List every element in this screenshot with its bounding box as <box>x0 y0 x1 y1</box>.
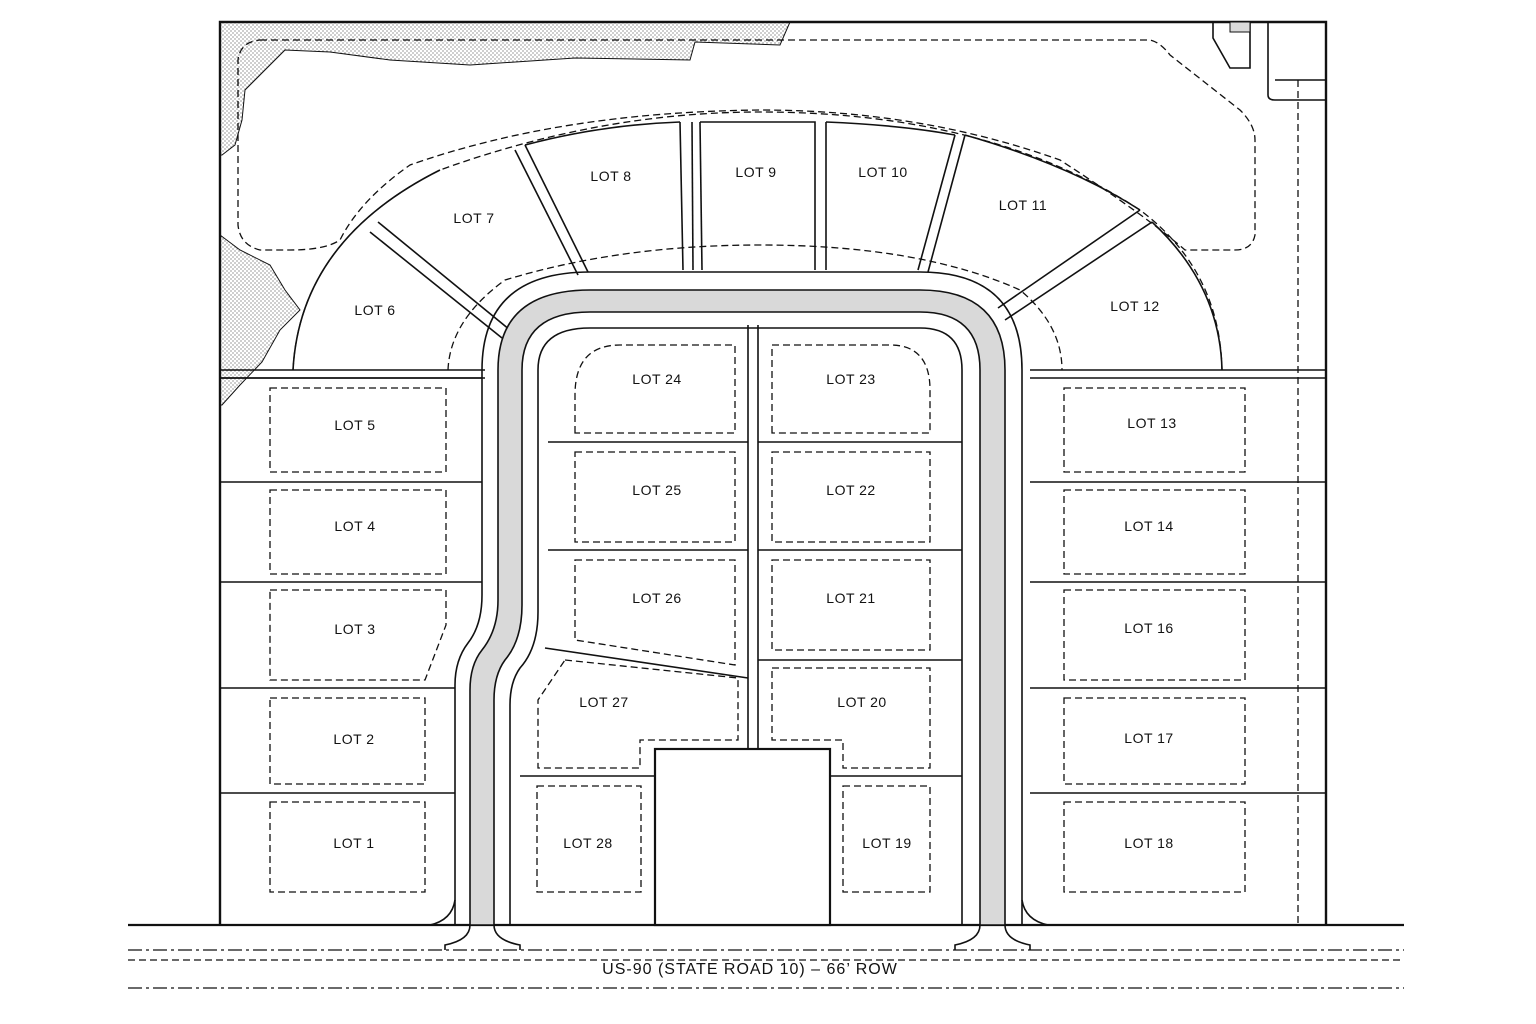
entrance-flare-west-2 <box>493 924 521 950</box>
reserved-parcel <box>653 747 832 927</box>
lot-4-label: LOT 4 <box>334 518 375 534</box>
lot-25-label: LOT 25 <box>632 482 681 498</box>
lot-9-label: LOT 9 <box>735 164 776 180</box>
lot-17-label: LOT 17 <box>1124 730 1173 746</box>
lot-22-label: LOT 22 <box>826 482 875 498</box>
west-lots-boundary <box>220 377 482 926</box>
lot-26-label: LOT 26 <box>632 590 681 606</box>
road-label: US-90 (STATE ROAD 10) – 66’ ROW <box>602 961 898 978</box>
lot-7-label: LOT 7 <box>453 210 494 226</box>
lot-13-label: LOT 13 <box>1127 415 1176 431</box>
east-lots-boundary <box>1021 481 1326 926</box>
wetland-area-north <box>219 21 791 156</box>
lot-27-label: LOT 27 <box>579 694 628 710</box>
lot-6-label: LOT 6 <box>354 302 395 318</box>
open-space-boundary <box>237 39 1256 251</box>
lot-21-label: LOT 21 <box>826 590 875 606</box>
lot-1-label: LOT 1 <box>333 835 374 851</box>
loop-row-outer <box>454 271 1023 925</box>
entrance-flare-east <box>954 924 981 950</box>
lot-18-label: LOT 18 <box>1124 835 1173 851</box>
lot-10-label: LOT 10 <box>858 164 907 180</box>
lot-28-label: LOT 28 <box>563 835 612 851</box>
property-boundary <box>218 20 1328 925</box>
arc-lots-inner-line <box>447 244 1063 371</box>
lot-8-label: LOT 8 <box>590 168 631 184</box>
wetland-area-west <box>219 234 301 406</box>
entrance-flare-west <box>444 924 471 950</box>
utility-pad <box>1229 21 1251 33</box>
loop-road-pavement <box>469 289 1006 926</box>
lot-20-label: LOT 20 <box>837 694 886 710</box>
lot-12-label: LOT 12 <box>1110 298 1159 314</box>
lot-16-label: LOT 16 <box>1124 620 1173 636</box>
lot-23-label: LOT 23 <box>826 371 875 387</box>
lot-2-label: LOT 2 <box>333 731 374 747</box>
lot-5-label: LOT 5 <box>334 417 375 433</box>
entrance-flare-east-2 <box>1004 924 1031 950</box>
lot-14-label: LOT 14 <box>1124 518 1173 534</box>
building-envelopes <box>269 344 1246 893</box>
lot-24-label: LOT 24 <box>632 371 681 387</box>
loop-row-inner <box>509 327 963 925</box>
inner-block-lines <box>520 325 962 926</box>
lot-11-label: LOT 11 <box>999 197 1047 213</box>
utility-corner-structure <box>1212 22 1326 101</box>
lot-3-label: LOT 3 <box>334 621 375 637</box>
lot-19-label: LOT 19 <box>862 835 911 851</box>
arc-lot-lines <box>220 121 1326 379</box>
